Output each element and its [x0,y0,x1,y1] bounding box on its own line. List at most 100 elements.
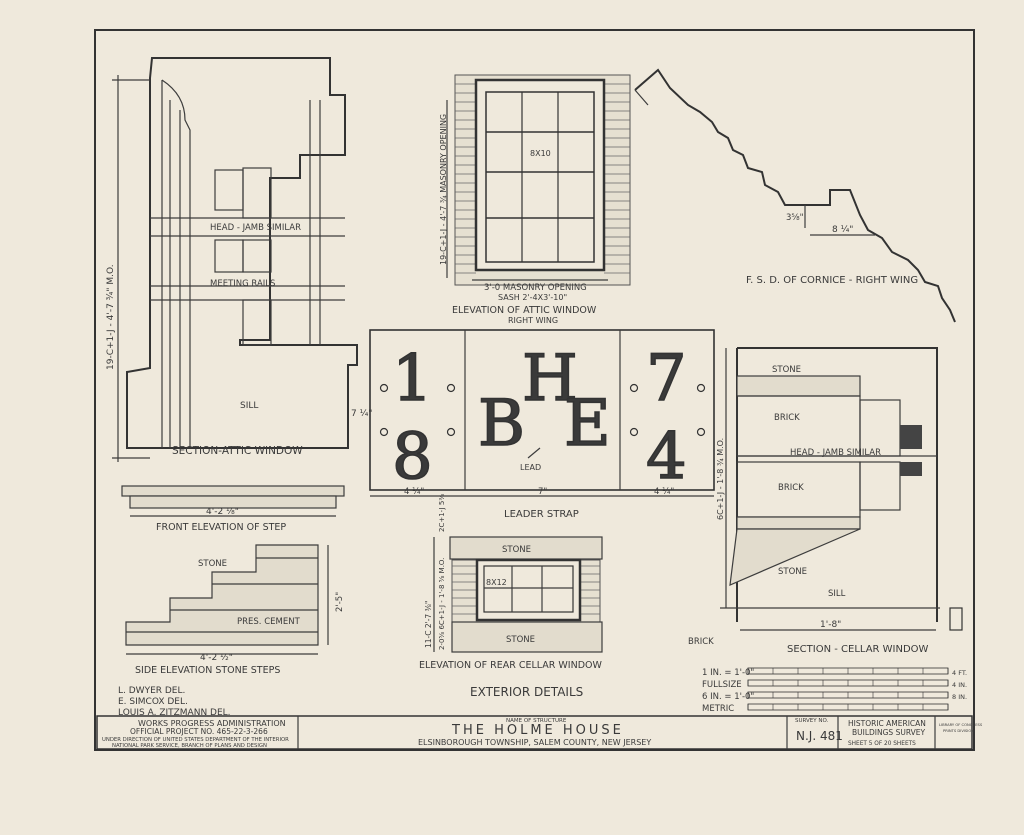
nail-hole [629,427,639,437]
cellar-dim: 1'-8" [820,620,841,630]
wpa-line-4: NATIONAL PARK SERVICE, BRANCH OF PLANS A… [112,743,267,749]
rear-brick-courses [452,565,600,615]
strap-outline [369,329,715,491]
scale-unit-2: 4 IN. [952,681,967,689]
strap-dim-right: 4 ¼" [654,487,674,497]
attic-brick-courses [455,83,630,274]
step-joints [126,557,318,633]
front-step-title: FRONT ELEVATION OF STEP [156,522,286,533]
cellar-section-title: SECTION - CELLAR WINDOW [787,644,929,655]
attic-wall-lines [161,80,181,448]
steps-stone-label: STONE [198,559,227,569]
rear-inner-dim: 2-0⅝ 6C+1-J - 1'-8 ⅝ M.O. [438,558,446,650]
cellar-stone-lintel [736,375,861,397]
front-step-elevation: 4'-2 ⅛" FRONT ELEVATION OF STEP [121,485,345,533]
steps-cement-label: PRES. CEMENT [237,617,301,627]
habs-line-2: BUILDINGS SURVEY [852,728,925,737]
front-step-dim: 4'-2 ⅛" [206,507,239,517]
attic-vertical-dim: 19-C+1-J - 4'-7 ¾" M.O. [106,264,116,370]
nail-hole [446,427,456,437]
title-block-frame [96,715,973,750]
rear-window-sash [483,565,574,613]
rear-cellar-window: STONE 8X12 STONE 11-C 2'-7 ⅜" 2-0⅝ 6C+1-… [419,494,603,671]
strap-lead-label: LEAD [520,463,541,472]
habs-line-1: HISTORIC AMERICAN [848,719,926,728]
nail-hole [629,383,639,393]
scale-label-1: 1 IN. = 1'-0" [702,668,754,678]
cellar-sash-sill [900,462,922,476]
exterior-details-title: EXTERIOR DETAILS [470,685,583,699]
attic-window-panes [486,92,594,262]
strap-nail-holes [379,383,706,437]
rear-top-dim: 2C+1-J 5⅜ [438,494,446,532]
side-stone-steps: 2'-5" 4'-2 ½" STONE PRES. CEMENT SIDE EL… [125,544,345,676]
steps-height-dim: 2'-5" [335,592,345,612]
strap-dim-mid: 7" [538,487,547,497]
cellar-brick-label: BRICK [688,637,714,647]
rear-stone-bottom-label: STONE [506,635,535,645]
attic-window-frame [474,78,606,272]
strap-digit-1: 1 [392,342,433,416]
loc-line-2: PRINTS DIVISION [943,729,974,733]
attic-window-sash [485,91,595,263]
attic-rail-block-2 [242,239,272,273]
scale-unit-1: 4 FT. [952,669,967,677]
cornice-dim-h: 3⅝" [786,213,804,223]
cellar-brick2-label: BRICK [778,483,804,493]
step-nosing [121,485,345,497]
attic-head-jamb-label: HEAD - JAMB SIMILAR [210,223,301,233]
credit-2: E. SIMCOX DEL. [118,697,188,707]
attic-opening-label: 3'-0 MASONRY OPENING [484,283,587,293]
wpa-line-3: UNDER DIRECTION OF UNITED STATES DEPARTM… [102,737,289,743]
leader-strap: 1 8 H B E 7 4 LEAD 7 ¼" 4 ¼" 7" 4 ¼" LEA… [351,329,715,520]
wpa-line-2: OFFICIAL PROJECT NO. 465-22-3-266 [130,727,268,736]
credit-3: LOUIS A. ZITZMANN DEL. [118,708,231,718]
strap-digit-4: 4 [646,420,687,494]
attic-elevation-subtitle: RIGHT WING [508,316,558,325]
steps-width-dim: 4'-2 ½" [200,653,233,663]
attic-elev-vertical-dim: 19-C+1-J - 4'-7 ¾ MASONRY OPENING [439,114,448,265]
cornice-dim-w: 8 ¼" [832,225,853,235]
rear-stone-top-label: STONE [502,545,531,555]
name-of-structure-label: NAME OF STRUCTURE [506,718,567,724]
cellar-stone-low-label: STONE [778,567,807,577]
lead-leader-line [527,447,541,459]
credits: L. DWYER DEL. E. SIMCOX DEL. LOUIS A. ZI… [118,686,231,718]
attic-sill-label: SILL [240,401,258,411]
attic-meeting-rails-label: MEETING RAILS [210,279,275,289]
strap-dim-left: 4 ¼" [404,487,424,497]
attic-section-title: SECTION-ATTIC WINDOW [172,445,303,457]
rear-outer-dim: 11-C 2'-7 ⅜" [424,601,433,648]
cornice-cut [634,89,649,106]
scale-bar-graphics [747,667,949,711]
nail-hole [379,427,389,437]
cellar-frame-sill [859,461,901,511]
step-riser [129,495,337,509]
wpa-line-1: WORKS PROGRESS ADMINISTRATION [138,719,286,728]
cornice-title: F. S. D. OF CORNICE - RIGHT WING [746,275,918,286]
section-attic-window: 19-C+1-J - 4'-7 ¾" M.O. HEAD - JAMB SIMI… [106,57,358,462]
steps-title: SIDE ELEVATION STONE STEPS [135,665,280,676]
structure-name: THE HOLME HOUSE [451,723,624,738]
cellar-sill-label: SILL [828,589,846,599]
scale-label-2: FULLSIZE [702,680,742,690]
rear-cellar-title: ELEVATION OF REAR CELLAR WINDOW [419,660,602,671]
nail-hole [696,427,706,437]
cornice-outline [634,68,956,323]
cellar-brick1-label: BRICK [774,413,800,423]
nail-hole [446,383,456,393]
attic-sash-label: SASH 2'-4X3'-10" [498,293,567,302]
survey-no-label: SURVEY NO. [795,718,829,724]
strap-height-dim: 7 ¼" [351,409,372,419]
attic-window-elevation: 8X10 3'-0 MASONRY OPENING SASH 2'-4X3'-1… [439,74,631,325]
strap-title: LEADER STRAP [504,509,579,520]
cellar-sash-head [900,425,922,449]
sheet-number: SHEET 5 OF 20 SHEETS [848,741,916,747]
scale-label-4: METRIC [702,704,734,714]
loc-line-1: LIBRARY OF CONGRESS [939,723,983,727]
rear-stone-sill [451,621,603,653]
cellar-vertical-dim: 6C+1-J - 1'-8 ¾ M.O. [716,438,725,520]
strap-digit-7: 7 [646,342,687,416]
